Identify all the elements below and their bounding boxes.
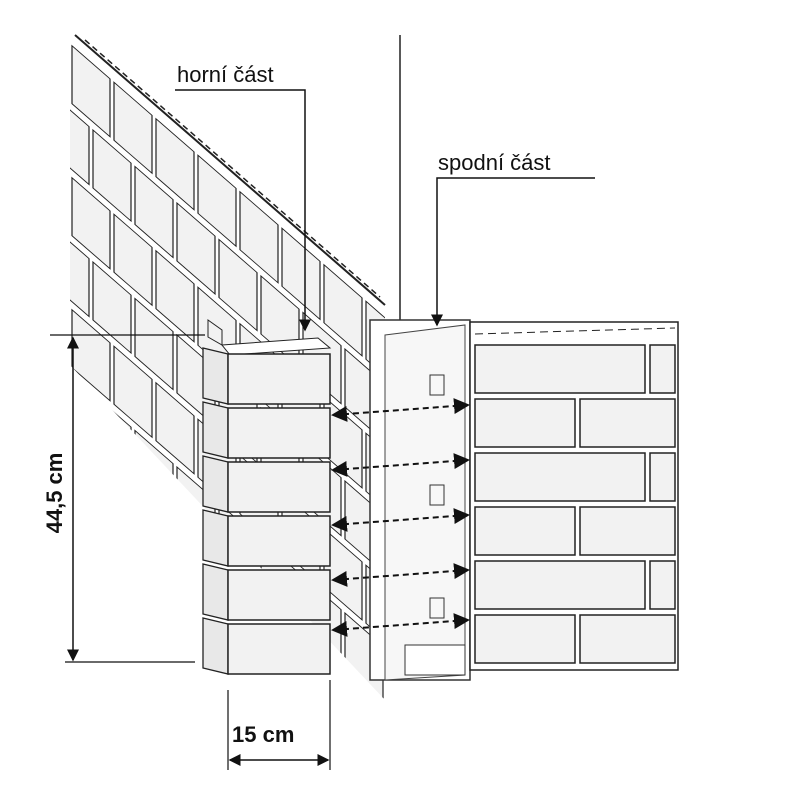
corner-brick-side [202,347,229,405]
corner-top-edge [221,337,332,356]
left-wall-brick [197,154,237,248]
right-wall-brick [579,614,676,664]
upper-part-leader [175,89,311,332]
left-wall-brick [30,9,68,100]
right-wall-top-rail [474,327,676,335]
left-wall-brick [113,213,153,307]
corner-brick-front [227,569,331,621]
left-wall-brick [155,381,195,475]
right-wall-brick [649,452,676,502]
left-wall-brick [155,117,195,211]
corner-brick-front [227,515,331,567]
right-wall-brick [474,398,576,448]
right-wall-brick [474,560,646,610]
left-wall-brick [92,128,132,223]
right-wall-brick [579,506,676,556]
mounting-arrow [331,508,470,532]
right-wall-brick [474,452,646,502]
corner-piece [202,319,332,675]
corner-brick-side [202,617,229,675]
corner-brick-side [202,455,229,513]
left-wall-top-edge [74,34,386,306]
width-dimension-label: 15 cm [232,722,295,747]
height-dimension-label: 44,5 cm [42,452,67,534]
left-wall-brick [30,141,68,232]
left-wall-brick [239,190,279,284]
left-wall-brick [92,260,132,355]
left-wall-brick [113,81,153,175]
corner-brick-front [227,353,331,405]
right-wall-brick [649,560,676,610]
left-wall-brick [281,227,321,321]
left-wall-brick [134,297,174,391]
mounting-arrow [331,563,470,587]
lower-part-label: spodní část [438,150,551,175]
right-wall-brick [579,398,676,448]
corner-brick-side [202,509,229,567]
left-wall-brick [323,263,363,357]
left-wall-brick [155,249,195,343]
right-wall-brick [474,614,576,664]
left-wall-brick [30,273,68,364]
mounting-arrow [331,453,470,477]
left-wall-brick [71,44,111,138]
left-wall-brick [71,176,111,270]
mounting-arrows [331,398,470,637]
upper-part-label: horní část [177,62,274,87]
right-wall-brick [474,506,576,556]
left-wall-brick [134,165,174,259]
left-wall-brick [70,224,90,318]
lower-part-leader [431,177,595,327]
left-wall-top-rail [84,39,381,298]
right-wall-brick [474,344,646,394]
left-wall-brick [70,92,90,186]
mounting-arrow [331,398,470,422]
right-wall [469,321,679,671]
corner-brick-side [202,401,229,459]
mounting-arrow [331,613,470,637]
left-wall-brick [113,345,153,439]
corner-brick-front [227,623,331,675]
left-wall-brick [176,201,216,296]
left-wall-brick [218,238,258,332]
corner-brick-front [227,407,331,459]
corner-brick-side [202,563,229,621]
corner-brick-front [227,461,331,513]
right-wall-brick [649,344,676,394]
